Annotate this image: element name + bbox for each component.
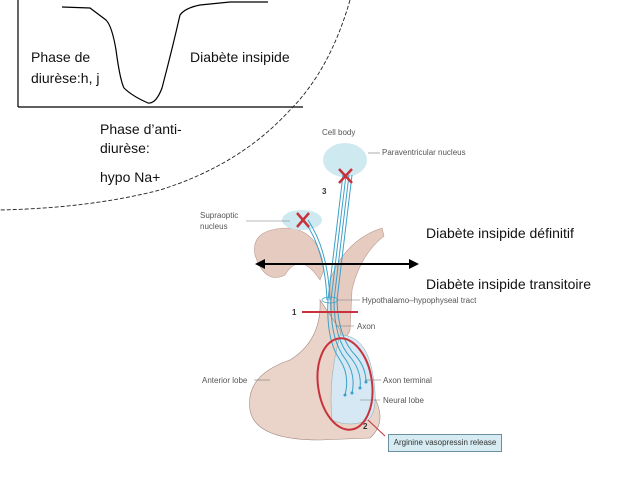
number-2: 2 xyxy=(363,422,368,431)
number-3: 3 xyxy=(322,187,327,196)
transient-di-label: Diabète insipide transitoire xyxy=(426,276,591,292)
supraoptic-label: Supraoptic xyxy=(200,211,239,220)
cell-body-label: Cell body xyxy=(322,128,356,137)
axon-terminal-label: Axon terminal xyxy=(383,376,432,385)
release-arrow xyxy=(367,419,386,437)
antidiuresis-label-2: diurèse: xyxy=(100,140,150,156)
antidiuresis-label: Phase d’anti- xyxy=(100,121,182,137)
diuresis-phase-label-2: diurèse:h, j xyxy=(31,70,100,86)
permanent-di-label: Diabète insipide définitif xyxy=(426,225,574,241)
paraventricular-label: Paraventricular nucleus xyxy=(382,148,466,157)
diabetes-insipidus-label: Diabète insipide xyxy=(190,49,290,65)
dashed-arc xyxy=(0,0,351,211)
axon-terminals xyxy=(343,380,368,397)
tract-label: Hypothalamo–hypophyseal tract xyxy=(362,296,477,305)
axon-bundle xyxy=(304,174,367,396)
supraoptic-label-2: nucleus xyxy=(200,222,228,231)
diuresis-phase-label: Phase de xyxy=(31,49,91,65)
neural-lobe-label: Neural lobe xyxy=(383,396,424,405)
paraventricular-nucleus xyxy=(323,143,367,177)
axon-label: Axon xyxy=(357,322,376,331)
number-1: 1 xyxy=(292,308,297,317)
lesion-x-icons xyxy=(296,168,353,228)
hyponatremia-label: hypo Na+ xyxy=(100,169,161,185)
anterior-lobe-label: Anterior lobe xyxy=(202,376,248,385)
diuresis-curve xyxy=(61,1,268,104)
leader-lines xyxy=(246,152,381,401)
vasopressin-release-box: Arginine vasopressin release xyxy=(388,434,502,452)
hypothalamus-tissue xyxy=(254,227,325,281)
double-arrow xyxy=(255,259,419,269)
